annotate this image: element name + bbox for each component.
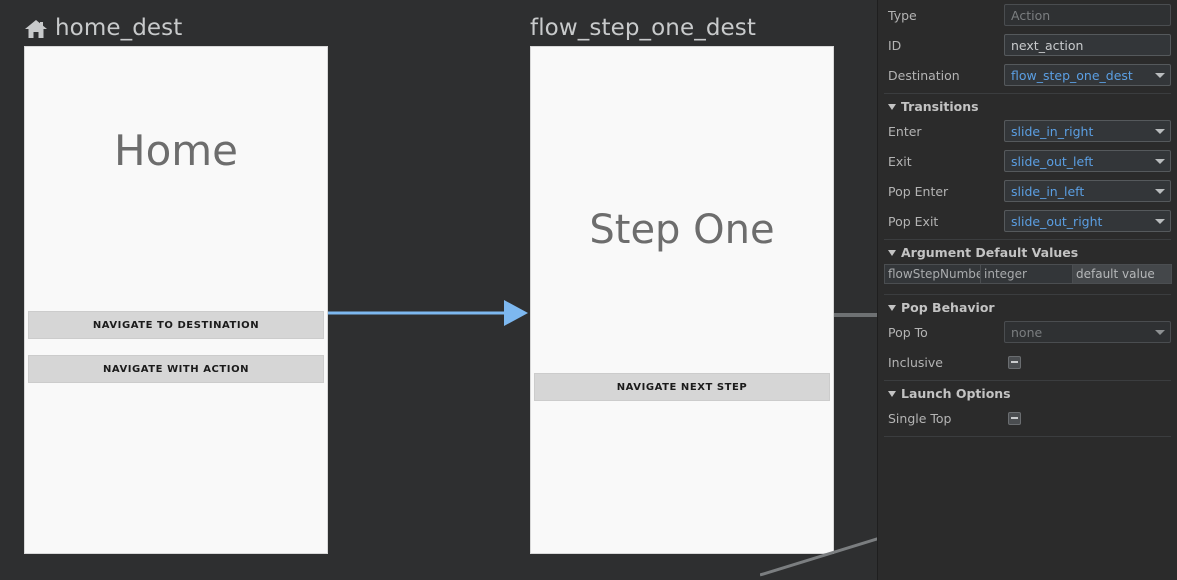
pop-enter-transition-dropdown[interactable]: slide_in_left (1004, 180, 1171, 202)
chevron-down-icon (1155, 129, 1165, 134)
chevron-down-icon (888, 104, 896, 110)
argument-value-cell[interactable]: default value (1072, 264, 1172, 284)
exit-transition-value: slide_out_left (1011, 153, 1094, 169)
transitions-section-label: Transitions (901, 98, 979, 114)
destination-node-flow-step-one-dest[interactable]: flow_step_one_dest Step One NAVIGATE NEX… (530, 10, 834, 554)
navigate-with-action-button[interactable]: NAVIGATE WITH ACTION (28, 355, 324, 383)
preview-heading: Home (113, 126, 239, 175)
pop-to-row: Pop To none (884, 317, 1171, 347)
divider (884, 93, 1171, 94)
single-top-checkbox[interactable] (1008, 411, 1021, 425)
chevron-down-icon (888, 250, 896, 256)
transitions-section-header[interactable]: Transitions (884, 96, 1171, 116)
id-row: ID next_action (884, 30, 1171, 60)
enter-transition-label: Enter (888, 123, 922, 139)
launch-options-section-header[interactable]: Launch Options (884, 383, 1171, 403)
single-top-label: Single Top (888, 410, 952, 426)
chevron-down-icon (1155, 330, 1165, 335)
chevron-down-icon (1155, 73, 1165, 78)
single-top-row: Single Top (884, 403, 1171, 433)
argument-type-cell[interactable]: integer (980, 264, 1073, 284)
argument-default-values-section-label: Argument Default Values (901, 244, 1079, 260)
pop-exit-transition-label: Pop Exit (888, 213, 939, 229)
destination-node-home-dest[interactable]: home_dest Home NAVIGATE TO DESTINATION N… (24, 10, 328, 554)
destination-dropdown[interactable]: flow_step_one_dest (1004, 64, 1171, 86)
pop-exit-transition-value: slide_out_right (1011, 213, 1103, 229)
destination-label: Destination (888, 67, 960, 83)
exit-transition-row: Exit slide_out_left (884, 146, 1171, 176)
action-attributes-panel: Type Action ID next_action Destination f… (877, 0, 1177, 580)
type-row: Type Action (884, 0, 1171, 30)
inclusive-row: Inclusive (884, 347, 1171, 377)
destination-title-flow-step-one-dest: flow_step_one_dest (530, 10, 834, 46)
pop-enter-transition-label: Pop Enter (888, 183, 949, 199)
navigate-to-destination-button[interactable]: NAVIGATE TO DESTINATION (28, 311, 324, 339)
preview-heading: Step One (589, 207, 775, 253)
action-line-step-one-outgoing[interactable] (834, 306, 877, 325)
pop-to-label: Pop To (888, 324, 928, 340)
destination-title-label: flow_step_one_dest (530, 15, 756, 41)
type-field: Action (1004, 4, 1171, 26)
action-arrow-home-to-step-one[interactable] (328, 296, 528, 334)
pop-exit-transition-row: Pop Exit slide_out_right (884, 206, 1171, 236)
enter-transition-value: slide_in_right (1011, 123, 1094, 139)
destination-preview-home-dest[interactable]: Home NAVIGATE TO DESTINATION NAVIGATE WI… (24, 46, 328, 554)
argument-name-cell[interactable]: flowStepNumber (884, 264, 981, 284)
pop-behavior-section-label: Pop Behavior (901, 299, 995, 315)
chevron-down-icon (1155, 159, 1165, 164)
chevron-down-icon (1155, 219, 1165, 224)
exit-transition-dropdown[interactable]: slide_out_left (1004, 150, 1171, 172)
pop-enter-transition-row: Pop Enter slide_in_left (884, 176, 1171, 206)
chevron-down-icon (1155, 189, 1165, 194)
id-field[interactable]: next_action (1004, 34, 1171, 56)
launch-options-section-label: Launch Options (901, 385, 1011, 401)
divider (884, 239, 1171, 240)
navigate-next-step-button[interactable]: NAVIGATE NEXT STEP (534, 373, 830, 401)
destination-title-home-dest: home_dest (24, 10, 328, 46)
exit-transition-label: Exit (888, 153, 912, 169)
argument-default-values-section-header[interactable]: Argument Default Values (884, 242, 1171, 262)
pop-enter-transition-value: slide_in_left (1011, 183, 1085, 199)
pop-to-dropdown[interactable]: none (1004, 321, 1171, 343)
pop-exit-transition-dropdown[interactable]: slide_out_right (1004, 210, 1171, 232)
id-label: ID (888, 37, 902, 53)
inclusive-label: Inclusive (888, 354, 943, 370)
destination-preview-flow-step-one-dest[interactable]: Step One NAVIGATE NEXT STEP (530, 46, 834, 554)
enter-transition-row: Enter slide_in_right (884, 116, 1171, 146)
chevron-down-icon (888, 305, 896, 311)
home-icon (24, 18, 48, 40)
inclusive-checkbox[interactable] (1008, 355, 1021, 369)
divider (884, 380, 1171, 381)
chevron-down-icon (888, 391, 896, 397)
destination-title-label: home_dest (55, 15, 183, 41)
pop-behavior-section-header[interactable]: Pop Behavior (884, 297, 1171, 317)
indeterminate-dash-icon (1011, 417, 1018, 419)
type-label: Type (888, 7, 917, 23)
enter-transition-dropdown[interactable]: slide_in_right (1004, 120, 1171, 142)
destination-row: Destination flow_step_one_dest (884, 60, 1171, 90)
indeterminate-dash-icon (1011, 361, 1018, 363)
pop-to-value: none (1011, 324, 1043, 340)
destination-value: flow_step_one_dest (1011, 67, 1133, 83)
argument-default-values-row[interactable]: flowStepNumber integer default value (884, 264, 1172, 284)
divider (884, 294, 1171, 295)
navigation-graph-canvas[interactable]: home_dest Home NAVIGATE TO DESTINATION N… (0, 0, 877, 580)
divider (884, 436, 1171, 437)
